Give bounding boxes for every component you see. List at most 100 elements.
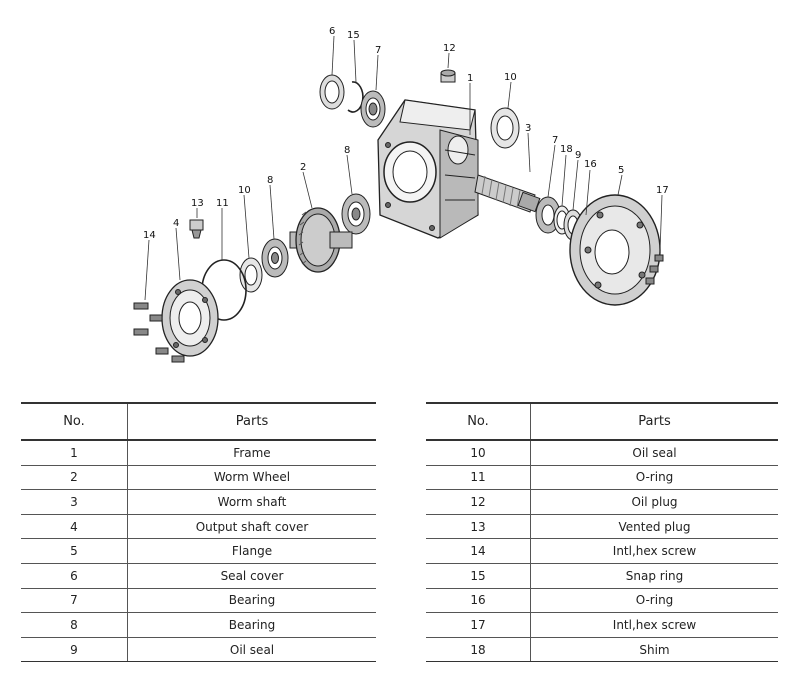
leader-lines [144, 35, 663, 301]
callout-18: 18 [560, 144, 573, 155]
part-12-oil-plug [440, 69, 456, 83]
part-name: Seal cover [127, 563, 376, 589]
part-number: 15 [426, 563, 531, 589]
callout-8: 8 [344, 145, 350, 156]
column-header-parts: Parts [127, 402, 376, 441]
part-name: O-ring [530, 588, 778, 614]
callout-8b: 8 [267, 175, 273, 186]
part-name: Frame [127, 440, 376, 466]
part-5-flange [569, 194, 661, 306]
callout-17: 17 [656, 185, 669, 196]
part-name: Worm Wheel [127, 465, 376, 491]
part-6-seal-cover [319, 74, 345, 110]
part-name: Oil seal [127, 637, 376, 663]
part-name: Oil seal [530, 440, 778, 466]
column-header-no: No. [426, 402, 531, 441]
column-header-no: No. [21, 402, 128, 441]
part-number: 11 [426, 465, 531, 491]
part-name: Intl,hex screw [530, 612, 778, 638]
part-number: 16 [426, 588, 531, 614]
table-header-row: No. Parts [21, 402, 376, 441]
part-number: 7 [21, 588, 128, 614]
part-8-bearing-center [341, 193, 371, 235]
part-name: Worm shaft [127, 489, 376, 515]
part-17-screws [645, 254, 664, 285]
part-number: 1 [21, 440, 128, 466]
part-10-oil-seal-top [490, 107, 520, 149]
part-number: 4 [21, 514, 128, 540]
callout-12: 12 [443, 43, 456, 54]
callout-1: 1 [467, 73, 473, 84]
part-name: Bearing [127, 612, 376, 638]
part-2-worm-wheel [289, 207, 353, 273]
callout-11: 11 [216, 198, 229, 209]
callout-10b: 10 [238, 185, 251, 196]
column-header-parts: Parts [530, 402, 778, 441]
callout-6: 6 [329, 26, 335, 37]
part-number: 5 [21, 538, 128, 564]
part-name: O-ring [530, 465, 778, 491]
callout-13: 13 [191, 198, 204, 209]
part-name: Vented plug [530, 514, 778, 540]
callout-10: 10 [504, 72, 517, 83]
part-name: Shim [530, 637, 778, 663]
table-header-row: No. Parts [426, 402, 778, 441]
callout-7: 7 [375, 45, 381, 56]
part-3-worm-shaft [474, 174, 541, 213]
part-name: Snap ring [530, 563, 778, 589]
part-7-bearing-top [360, 90, 386, 128]
callout-labels: 6 15 7 12 1 10 3 7 18 9 16 5 17 8 2 8 10… [143, 26, 669, 241]
part-number: 8 [21, 612, 128, 638]
part-1-frame [377, 99, 479, 239]
part-number: 6 [21, 563, 128, 589]
callout-2: 2 [300, 162, 306, 173]
part-number: 13 [426, 514, 531, 540]
part-number: 9 [21, 637, 128, 663]
callout-14: 14 [143, 230, 156, 241]
part-number: 2 [21, 465, 128, 491]
part-number: 14 [426, 538, 531, 564]
exploded-view-diagram: 6 15 7 12 1 10 3 7 18 9 16 5 17 8 2 8 10… [133, 26, 669, 363]
callout-5: 5 [618, 165, 624, 176]
callout-9: 9 [575, 150, 581, 161]
part-14-screws [133, 302, 185, 363]
callout-7b: 7 [552, 135, 558, 146]
part-number: 12 [426, 489, 531, 515]
part-name: Intl,hex screw [530, 538, 778, 564]
callout-16: 16 [584, 159, 597, 170]
part-name: Oil plug [530, 489, 778, 515]
part-number: 17 [426, 612, 531, 638]
part-number: 3 [21, 489, 128, 515]
part-name: Output shaft cover [127, 514, 376, 540]
part-4-output-shaft-cover [161, 279, 219, 357]
part-number: 18 [426, 637, 531, 663]
callout-3: 3 [525, 123, 531, 134]
part-name: Flange [127, 538, 376, 564]
part-number: 10 [426, 440, 531, 466]
part-8-bearing-left [261, 238, 289, 278]
part-13-vented-plug [189, 219, 204, 239]
callout-4: 4 [173, 218, 179, 229]
part-name: Bearing [127, 588, 376, 614]
callout-15: 15 [347, 30, 360, 41]
